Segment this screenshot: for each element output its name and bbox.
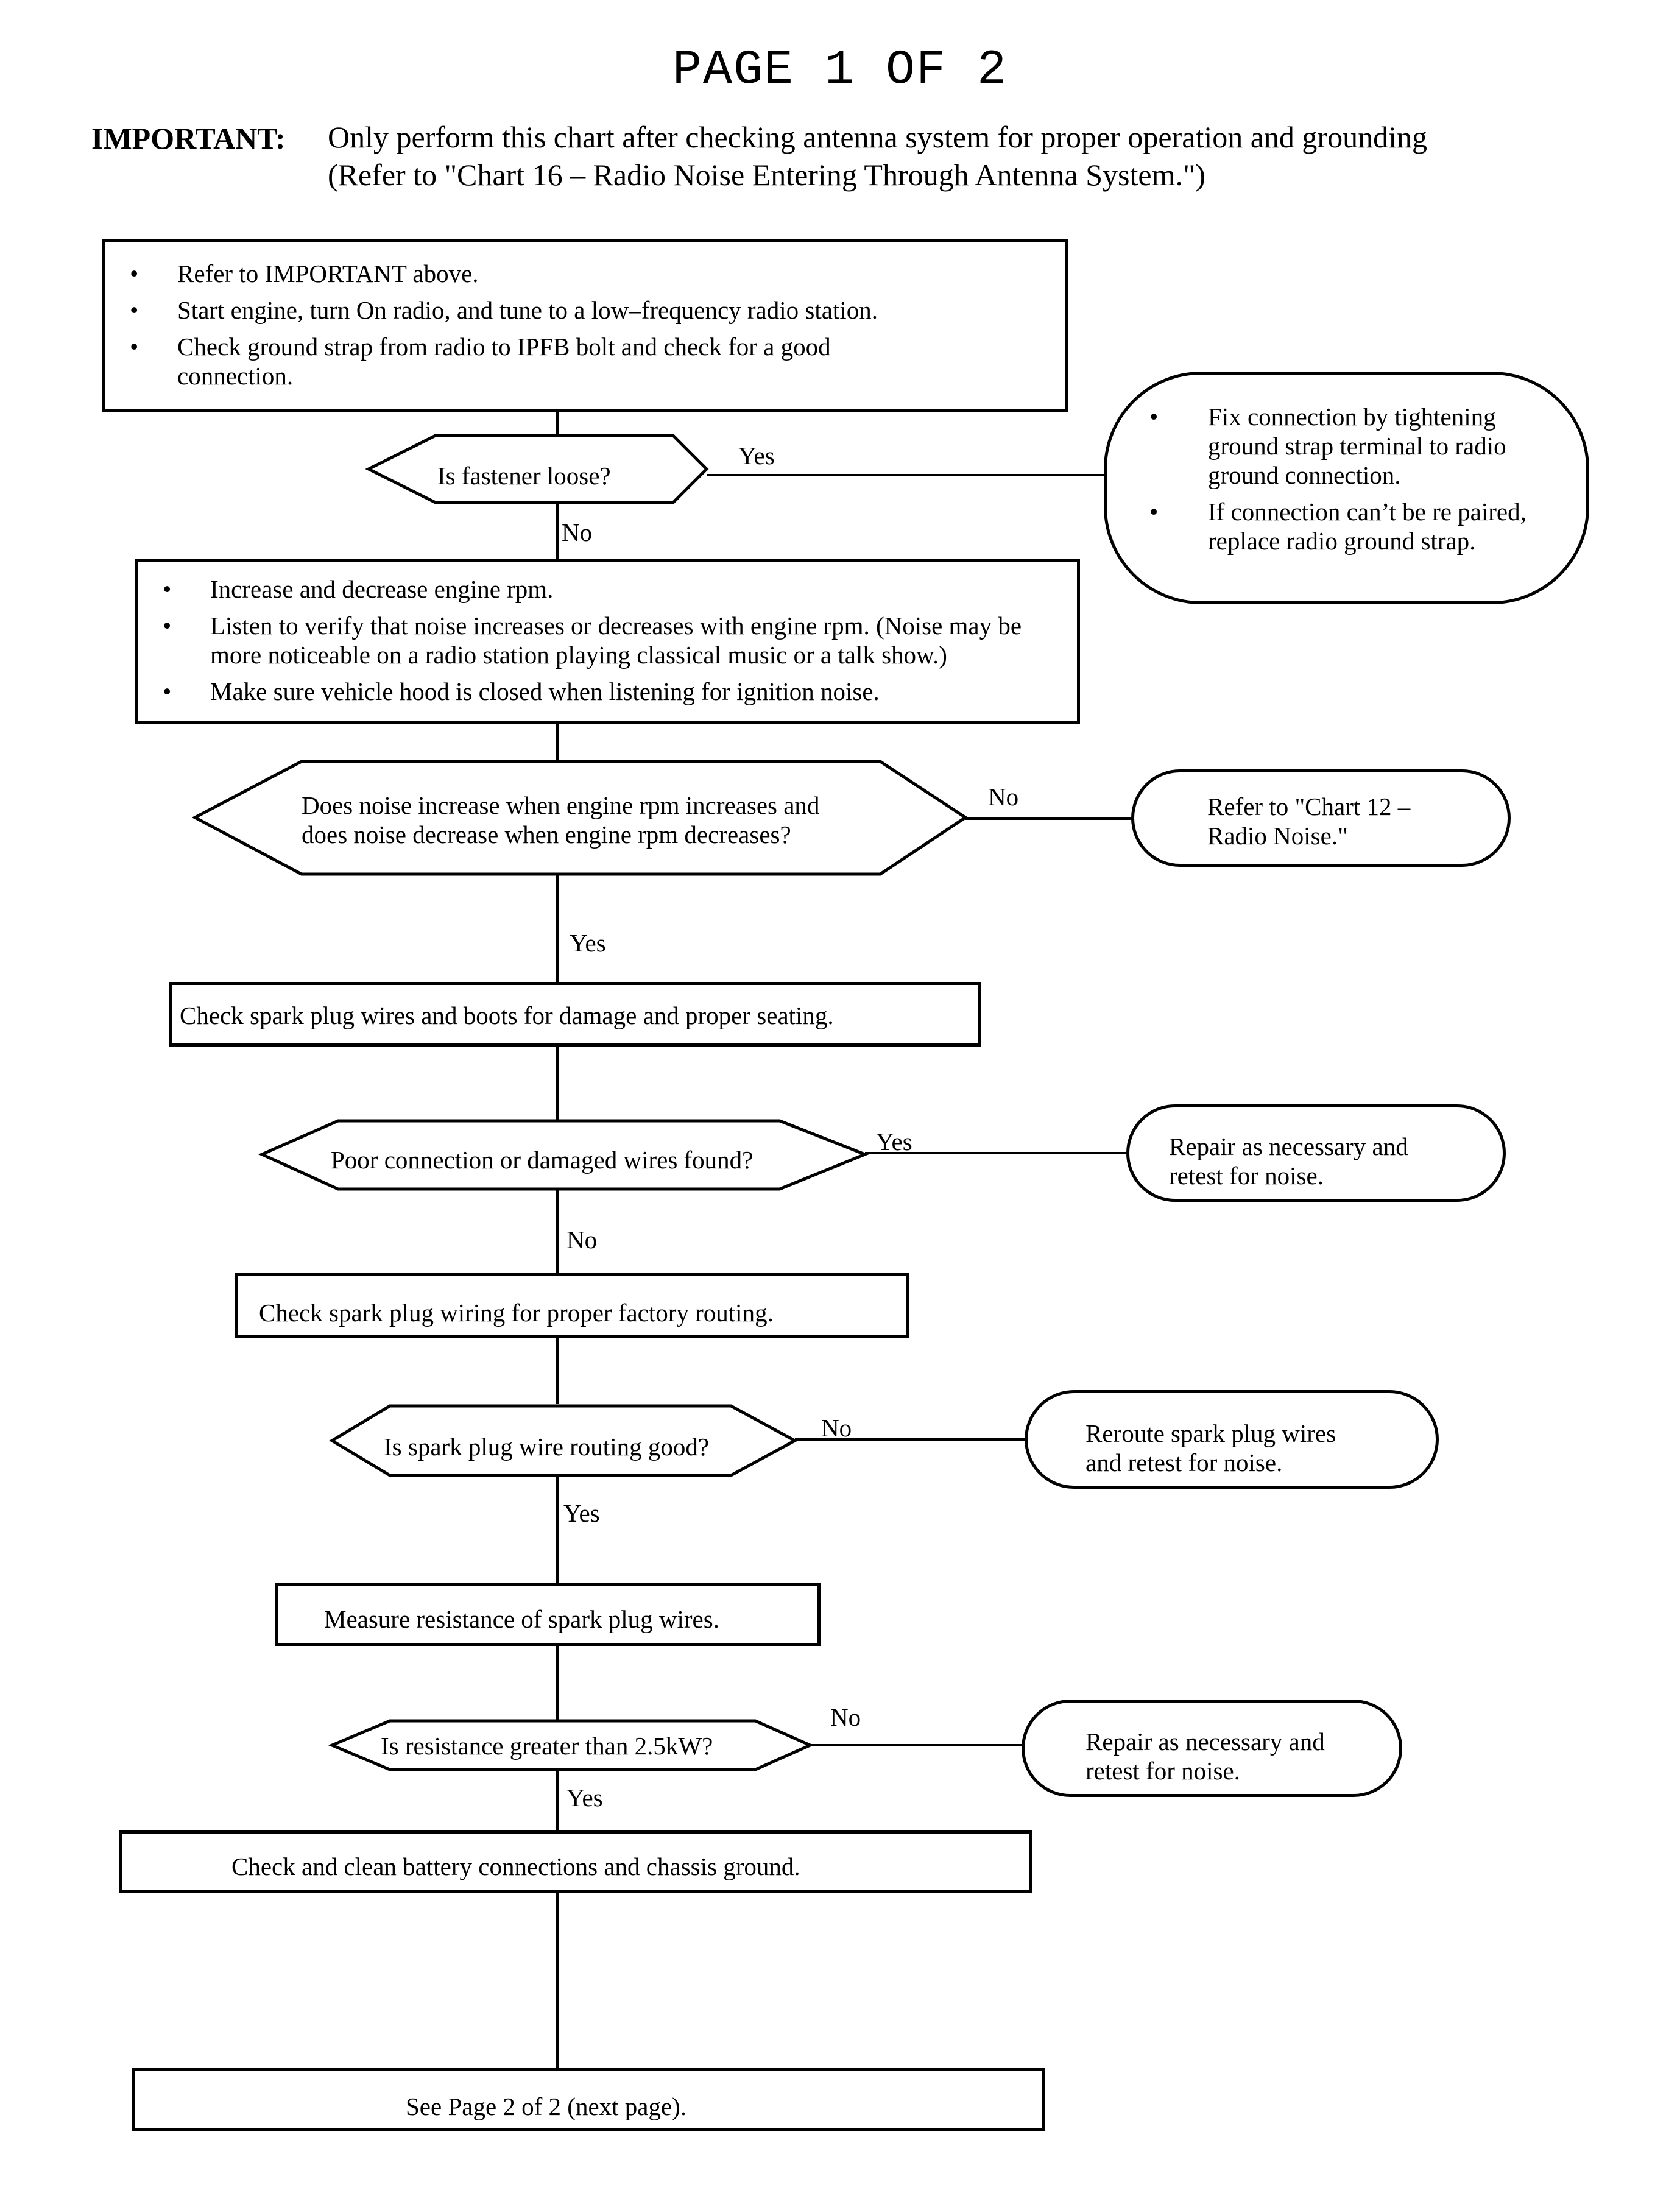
bullet-item: Increase and decrease engine rpm. bbox=[138, 574, 1040, 604]
decision-resistance-high: Is resistance greater than 2.5kW? bbox=[381, 1732, 713, 1760]
important-note-line: Only perform this chart after checking a… bbox=[328, 120, 1427, 154]
yes-label: Yes bbox=[876, 1128, 912, 1156]
yes-label: Yes bbox=[566, 1784, 603, 1812]
page-title: PAGE 1 OF 2 bbox=[672, 43, 1008, 98]
important-label: IMPORTANT: bbox=[91, 121, 286, 155]
decision-fastener-loose: Is fastener loose? bbox=[437, 462, 611, 490]
result-line: Reroute spark plug wires bbox=[1085, 1419, 1336, 1447]
bullet-item: Fix connection by tightening ground stra… bbox=[1107, 402, 1562, 490]
result-repair-retest: Repair as necessary and retest for noise… bbox=[1022, 1700, 1402, 1797]
important-note: Only perform this chart after checking a… bbox=[328, 118, 1427, 194]
result-line: Repair as necessary and bbox=[1085, 1728, 1325, 1756]
no-label: No bbox=[566, 1226, 598, 1254]
result-fix-connection: Fix connection by tightening ground stra… bbox=[1104, 372, 1589, 604]
bullet-item: Refer to IMPORTANT above. bbox=[105, 259, 1065, 288]
decision-shape bbox=[329, 1404, 799, 1477]
no-label: No bbox=[821, 1414, 852, 1442]
decision-shape bbox=[365, 434, 709, 504]
yes-label: Yes bbox=[563, 1499, 600, 1527]
result-repair-retest: Repair as necessary and retest for noise… bbox=[1126, 1104, 1506, 1202]
no-label: No bbox=[830, 1703, 861, 1731]
decision-shape bbox=[328, 1719, 814, 1771]
result-line: Radio Noise." bbox=[1207, 822, 1348, 850]
yes-label: Yes bbox=[570, 929, 606, 957]
decision-line: does noise decrease when engine rpm decr… bbox=[302, 821, 791, 849]
no-label: No bbox=[562, 518, 593, 546]
step-measure-resistance: Measure resistance of spark plug wires. bbox=[275, 1583, 821, 1646]
result-line: Refer to "Chart 12 – bbox=[1207, 793, 1411, 821]
bullet-item: Listen to verify that noise increases or… bbox=[138, 611, 1040, 669]
result-line: retest for noise. bbox=[1169, 1162, 1324, 1190]
decision-routing-good: Is spark plug wire routing good? bbox=[384, 1433, 710, 1461]
result-line: and retest for noise. bbox=[1085, 1449, 1283, 1477]
important-note-line: (Refer to "Chart 16 – Radio Noise Enteri… bbox=[328, 158, 1206, 192]
result-line: retest for noise. bbox=[1085, 1757, 1240, 1785]
no-label: No bbox=[988, 783, 1019, 811]
bullet-item: If connection can’t be re paired, replac… bbox=[1107, 497, 1562, 556]
result-refer-chart-12: Refer to "Chart 12 – Radio Noise." bbox=[1131, 769, 1511, 867]
yes-label: Yes bbox=[738, 442, 775, 470]
step-vary-engine-rpm: Increase and decrease engine rpm. Listen… bbox=[135, 559, 1080, 724]
step-check-spark-plug-wires: Check spark plug wires and boots for dam… bbox=[169, 982, 981, 1047]
step-see-page-2: See Page 2 of 2 (next page). bbox=[132, 2068, 1045, 2131]
step-check-spark-plug-routing: Check spark plug wiring for proper facto… bbox=[235, 1273, 909, 1338]
result-reroute-wires: Reroute spark plug wires and retest for … bbox=[1025, 1390, 1439, 1489]
step-check-ground-strap: Refer to IMPORTANT above. Start engine, … bbox=[102, 239, 1068, 412]
decision-shape bbox=[191, 760, 969, 876]
decision-noise-varies-with-rpm: Does noise increase when engine rpm incr… bbox=[302, 791, 819, 849]
decision-shape bbox=[258, 1119, 869, 1191]
decision-line: Does noise increase when engine rpm incr… bbox=[302, 791, 820, 819]
step-check-battery-ground: Check and clean battery connections and … bbox=[119, 1830, 1032, 1893]
result-line: Repair as necessary and bbox=[1169, 1132, 1408, 1160]
bullet-item: Check ground strap from radio to IPFB bo… bbox=[105, 332, 1065, 390]
decision-poor-connection: Poor connection or damaged wires found? bbox=[331, 1146, 754, 1174]
bullet-item: Make sure vehicle hood is closed when li… bbox=[138, 677, 1040, 706]
bullet-item: Start engine, turn On radio, and tune to… bbox=[105, 295, 1065, 325]
